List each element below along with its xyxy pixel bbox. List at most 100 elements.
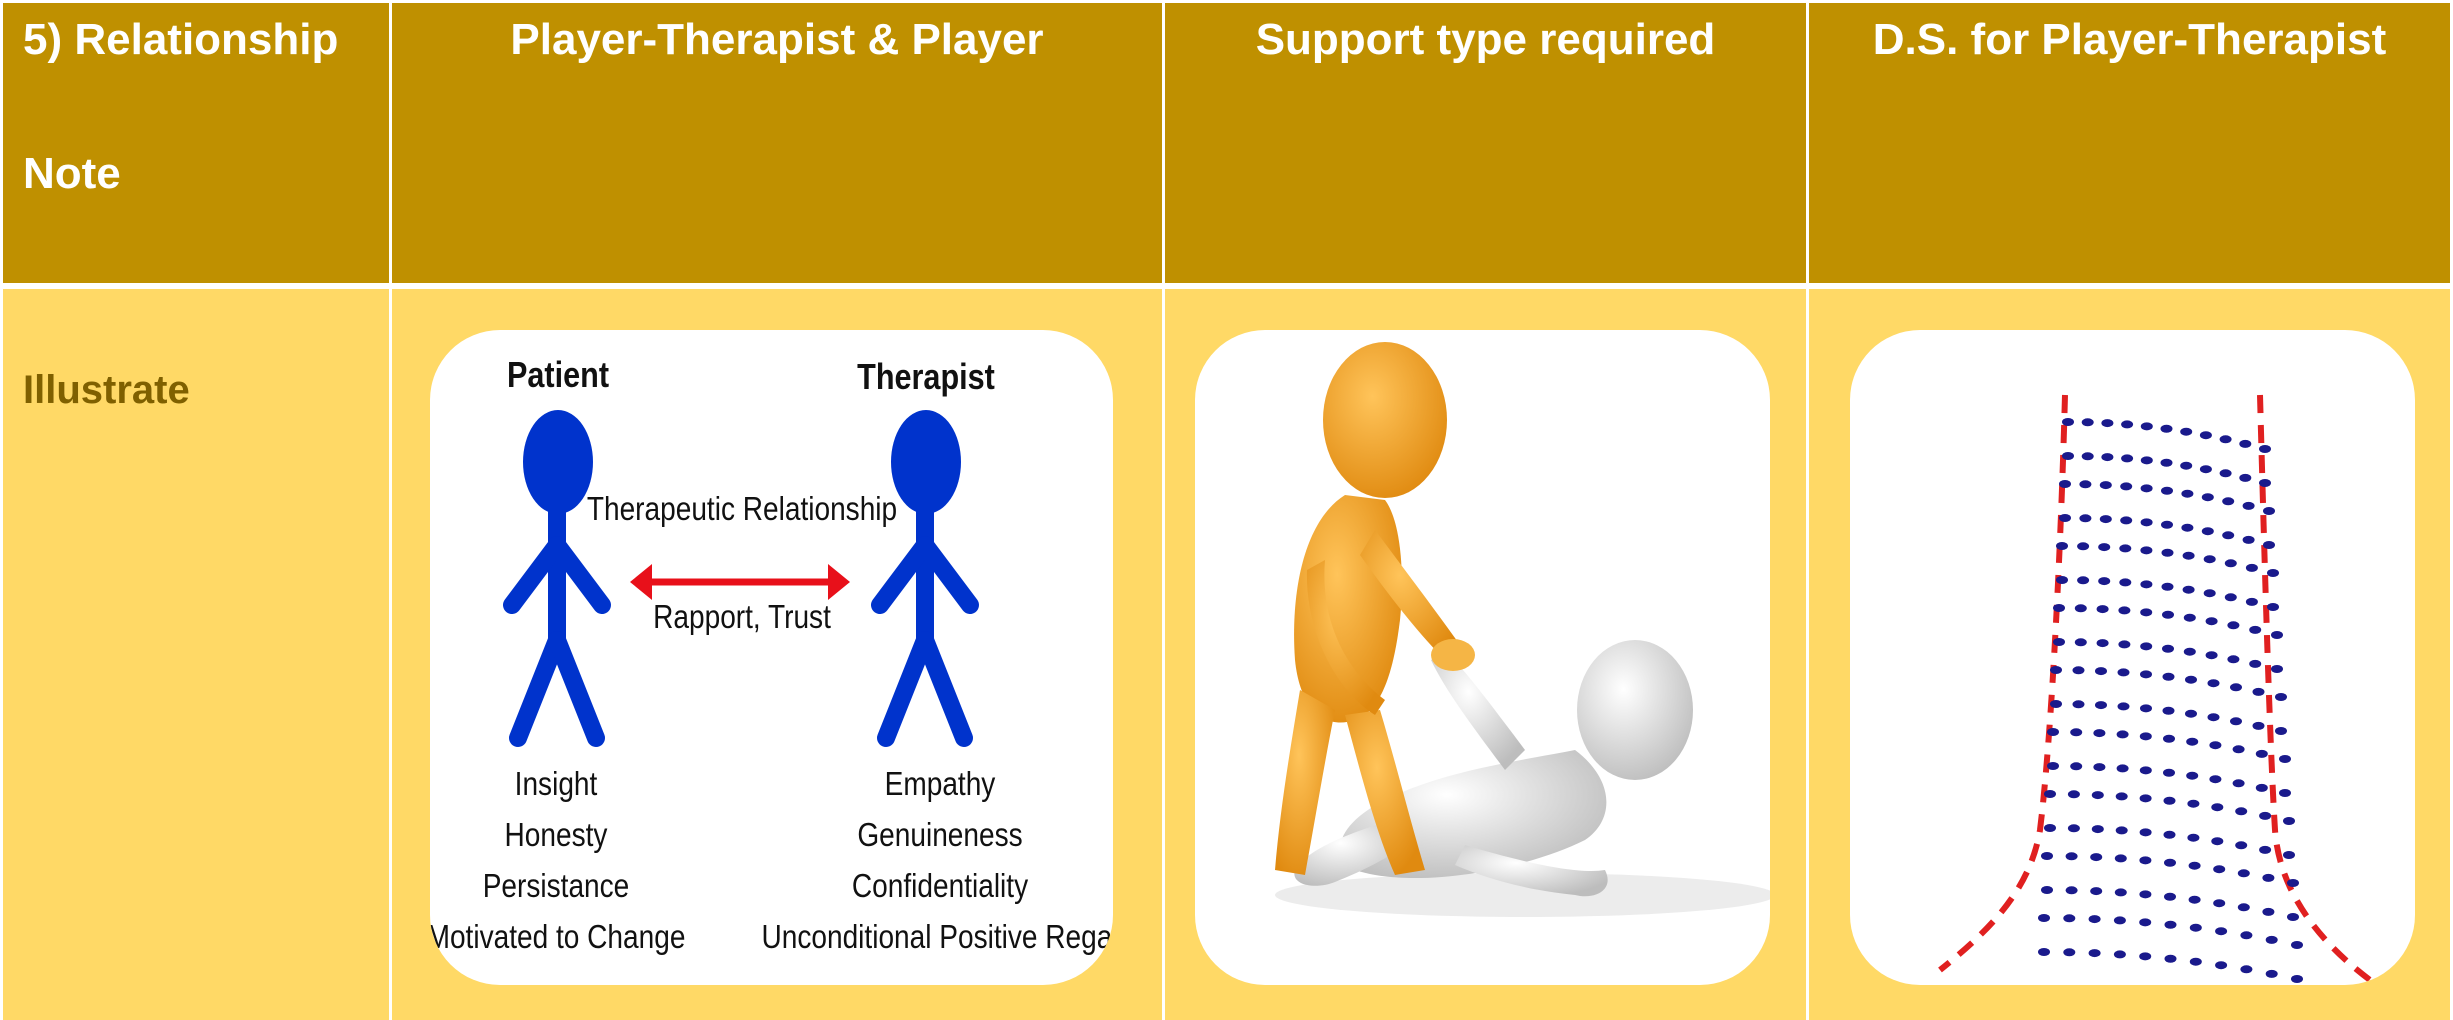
helix-dot — [2116, 764, 2129, 773]
helix-dot — [2056, 576, 2068, 584]
helix-dot — [2188, 895, 2201, 904]
helix-dot — [2118, 640, 2131, 649]
helix-dot — [2093, 729, 2106, 738]
helix-dot — [2262, 873, 2275, 882]
helix-dot — [2237, 903, 2250, 912]
helix-dot — [2162, 672, 2175, 681]
helix-dot — [2093, 763, 2106, 772]
helix-dot — [2267, 603, 2279, 611]
patient-title: Patient — [506, 354, 610, 395]
helix-dot — [2139, 952, 2152, 961]
helix-dot — [2091, 825, 2104, 834]
helix-dot — [2044, 824, 2056, 832]
helix-dot — [2140, 608, 2153, 617]
helix-dot — [2088, 949, 2101, 958]
helix-dot — [2262, 907, 2275, 916]
helix-dot — [2188, 861, 2201, 870]
helix-dot — [2117, 702, 2130, 711]
helix-dot — [2271, 631, 2283, 639]
helix-dot — [2232, 779, 2245, 788]
helix-dot — [2095, 667, 2107, 676]
helix-dot — [2065, 886, 2078, 895]
helix-dot — [2140, 546, 2153, 555]
helix-dot — [2114, 888, 2127, 897]
helix-dot — [2252, 721, 2265, 730]
helix-dot — [2199, 431, 2212, 440]
helper-figure — [1275, 342, 1460, 875]
helix-dot — [2219, 469, 2232, 478]
therapist-title: Therapist — [857, 356, 995, 397]
helix-dot — [2113, 916, 2126, 925]
helix-dot — [2140, 704, 2152, 713]
therapeutic-relationship-label: Therapeutic Relationship — [586, 490, 898, 527]
helix-dot — [2047, 728, 2059, 736]
helix-dot — [2215, 961, 2228, 970]
helix-dot — [2059, 480, 2071, 488]
helix-dot — [2245, 563, 2258, 572]
helix-dot — [2161, 582, 2174, 591]
double-arrow-icon — [630, 564, 850, 600]
helix-dot — [2275, 727, 2287, 735]
helix-dot — [2215, 927, 2228, 936]
helix-dot — [2101, 453, 2114, 462]
helix-dot — [2099, 515, 2112, 524]
helix-dot — [2267, 569, 2279, 577]
helix-dot — [2181, 489, 2194, 498]
helix-dot — [2140, 580, 2153, 589]
helix-dot — [2180, 461, 2193, 470]
helix-dot — [2213, 865, 2226, 874]
helix-dot — [2283, 851, 2295, 859]
patient-trait: Honesty — [504, 816, 608, 853]
helix-dot — [2038, 914, 2050, 922]
helix-dot — [2050, 700, 2062, 708]
therapist-traits-list: Empathy Genuineness Confidentiality Unco… — [762, 758, 1114, 962]
helix-dot — [2242, 535, 2255, 544]
helix-dot — [2209, 775, 2222, 784]
helix-dot — [2041, 886, 2053, 894]
helix-dot — [2116, 730, 2129, 739]
helix-dot — [2161, 486, 2173, 495]
helix-dot — [2283, 817, 2295, 825]
helix-dot — [2119, 544, 2132, 553]
helix-dot — [2207, 679, 2220, 688]
helix-dot — [2113, 950, 2126, 959]
therapist-trait: Confidentiality — [851, 867, 1029, 904]
stick-figures-diagram — [503, 410, 979, 747]
therapist-trait: Empathy — [884, 765, 996, 802]
helix-dot — [2090, 887, 2103, 896]
helix-dot — [2088, 915, 2101, 924]
helix-dot — [2139, 856, 2152, 865]
helix-dot — [2050, 666, 2062, 674]
helix-dot — [2249, 625, 2262, 634]
helix-dot — [2211, 837, 2224, 846]
helix-dot — [2255, 783, 2268, 792]
helix-dot — [2140, 642, 2153, 651]
helix-dot — [2263, 507, 2275, 515]
helix-dot — [2239, 439, 2252, 448]
helix-dot — [2222, 497, 2235, 506]
helix-dot — [2180, 427, 2193, 436]
helix-dot — [2119, 578, 2132, 587]
helix-dot — [2205, 617, 2218, 626]
helix-dot — [2081, 418, 2094, 427]
helix-dot — [2162, 610, 2174, 619]
helix-dot — [2074, 638, 2087, 647]
header-cell-player-therapist: Player-Therapist & Player — [392, 3, 1162, 283]
patient-figure-icon — [503, 410, 611, 747]
helix-dot — [2186, 771, 2199, 780]
helix-right-strand — [2257, 394, 2372, 983]
helix-dot — [2140, 670, 2152, 679]
helix-dot — [2199, 465, 2212, 474]
helix-dot — [2185, 709, 2197, 718]
helix-dot — [2162, 644, 2174, 653]
helix-dot — [2230, 717, 2242, 726]
helix-dot — [2222, 531, 2235, 540]
helix-dot — [2161, 520, 2173, 529]
helix-dot — [2072, 700, 2085, 709]
helix-dot — [2219, 435, 2232, 444]
helix-dot — [2063, 948, 2076, 957]
helix-dot — [2239, 473, 2252, 482]
helix-dot — [2265, 969, 2278, 978]
double-helix-icon — [1938, 394, 2372, 983]
helix-dot — [2164, 858, 2176, 867]
